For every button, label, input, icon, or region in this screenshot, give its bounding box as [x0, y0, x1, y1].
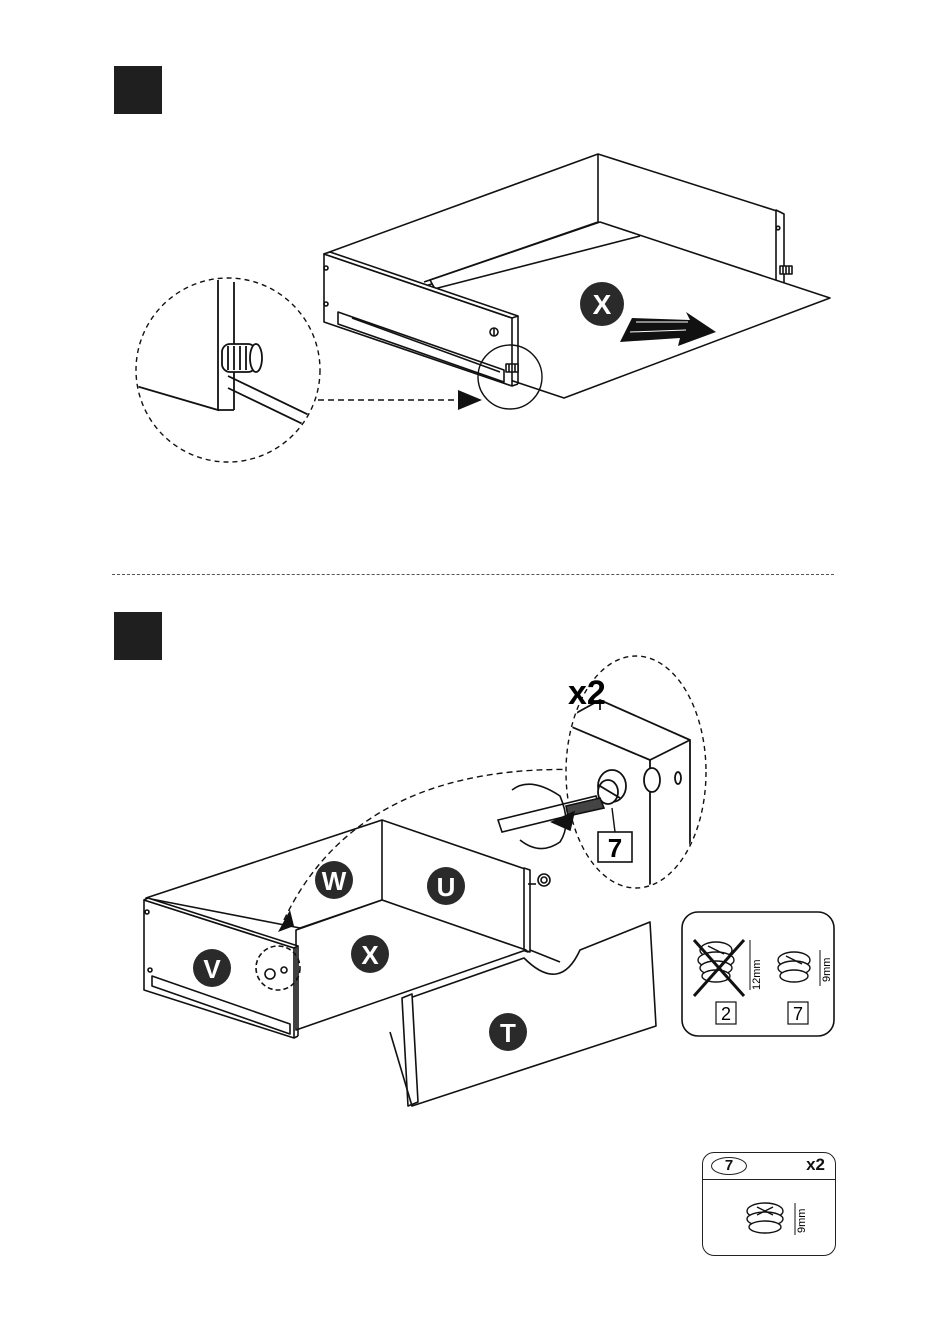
cam-lock-icon: 9mm: [703, 1181, 837, 1255]
svg-text:X: X: [593, 289, 612, 320]
panel-label-x: X: [580, 282, 624, 326]
panel-label-w: W: [315, 861, 353, 899]
svg-text:V: V: [203, 954, 221, 984]
svg-text:X: X: [361, 940, 379, 970]
step-1-illustration: X: [0, 0, 936, 580]
svg-text:T: T: [500, 1018, 516, 1048]
panel-label-v: V: [193, 949, 231, 987]
step-2-illustration: 7 x2 W U V X T 12mm 2: [0, 580, 936, 1140]
hardware-quantity: x2: [806, 1155, 825, 1175]
hardware-part-number: 7: [711, 1157, 747, 1175]
right-cam-size: 9mm: [821, 958, 833, 982]
wrong-cam-size: 12mm: [751, 959, 763, 990]
hardware-box: 7 x2 9mm: [702, 1152, 836, 1256]
svg-text:U: U: [437, 872, 456, 902]
panel-label-u: U: [427, 867, 465, 905]
panel-label-x: X: [351, 935, 389, 973]
part-callout: 7: [608, 833, 622, 863]
detail-magnifier: [136, 278, 340, 462]
right-cam-part: 7: [793, 1004, 803, 1024]
quantity-multiplier: x2: [568, 674, 606, 712]
svg-text:W: W: [322, 866, 347, 896]
cam-comparison-box: 12mm 2 9mm 7: [682, 912, 834, 1036]
panel-label-t: T: [489, 1013, 527, 1051]
hardware-size: 9mm: [796, 1209, 808, 1233]
wrong-cam-part: 2: [721, 1004, 731, 1024]
